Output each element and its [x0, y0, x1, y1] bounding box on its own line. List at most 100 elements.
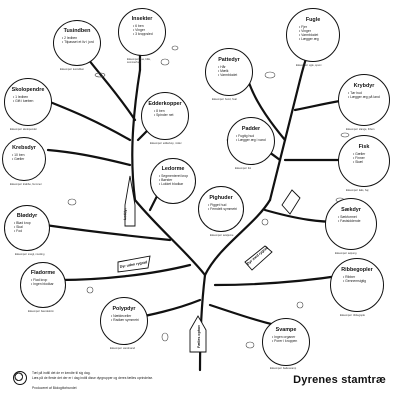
note-polypdyr: Eksempel: vandmand [110, 347, 135, 350]
node-title-insekter: Insekter [131, 16, 153, 22]
butterfly-sketch [171, 45, 179, 51]
arrow-leddyr [124, 175, 136, 227]
snail-sketch [67, 198, 77, 206]
poster-title: Dyrenes stamtræ [293, 374, 386, 386]
item: • Skæl [353, 160, 363, 165]
item: • 10 ben [12, 153, 25, 157]
item: • Gennemsigtig [343, 279, 367, 284]
item: • 2 ledben [62, 36, 78, 40]
note-fladorme: Eksempel: bændelorm [28, 310, 54, 313]
node-tusindben: Tusindben • 2 ledben • Tilpasset et liv … [53, 20, 101, 66]
node-items-svampe: • Ingen organer • Porer i kroppen [272, 335, 297, 343]
item: • Ribber [343, 275, 356, 279]
node-krebsdyr: Krebsdyr • 10 ben • Gæller [2, 137, 46, 181]
item: • Tilpasset et liv i jord [62, 40, 94, 45]
node-items-edderkopper: • 8 ben • Spinder net [154, 109, 173, 117]
node-fisk: Fisk • Gæller • Finner • Skæl [338, 135, 390, 187]
node-svampe: Svampe • Ingen organer • Porer i kroppen [262, 318, 310, 366]
note-skolopendre: Eksempel: skolopender [10, 128, 37, 131]
branch-tusindben [83, 53, 137, 122]
item: • Blød krop [14, 221, 31, 225]
item: • Mælk [218, 69, 229, 74]
branch-skolopendre [48, 100, 132, 142]
node-fugle: Fugle • Fjer • Vinger • Varmblodet • Læg… [286, 8, 340, 62]
note-svampe: Eksempel: badesvamp [270, 367, 297, 370]
publisher-logo-icon [13, 371, 27, 385]
branch-left-up [131, 68, 142, 202]
node-fladorme: Fladorme • Flad krop • Ingen blodkar [20, 262, 66, 308]
insect-sketch [160, 58, 170, 66]
node-skolopendre: Skolopendre • 1 ledben • Gift i kæben [4, 78, 52, 126]
item: • Gæller [353, 152, 366, 156]
item: • Fugtig hud [236, 134, 255, 138]
note-tusindben: Eksempel: tusindben [60, 68, 85, 71]
arrow-label-a4: Fælles ophav [197, 325, 201, 348]
node-items-insekter: • 6 ben • Vinger • 3 kroppsled [133, 24, 153, 36]
item: • Spinder net [154, 113, 174, 118]
note-pattedyr: Eksempel: hund, hval [212, 98, 237, 101]
item: • 6 ben [133, 24, 144, 28]
starfish-sketch [261, 218, 269, 226]
item: • Vinger [133, 28, 145, 33]
item: • Ingen organer [272, 335, 296, 339]
arrow-label-a2: Dyr uden rygrad [119, 260, 147, 269]
node-insekter: Insekter • 6 ben • Vinger • 3 kroppsled [118, 8, 166, 56]
node-title-saekdyr: Sækdyr [341, 207, 361, 213]
item: • Nældeceller [111, 314, 132, 318]
node-items-padder: • Fugtig hud • Lægger æg i vand [236, 134, 266, 142]
node-items-tusindben: • 2 ledben • Tilpasset et liv i jord [62, 36, 94, 44]
item: • Lægger æg [299, 37, 319, 42]
note-saekdyr: Eksempel: søpung [335, 252, 357, 255]
note-edderkopper: Eksempel: edderkop, mider [150, 142, 182, 145]
footer-line3: Produceret af Biologiforbundet [32, 386, 77, 390]
note-insekter: Eksempel: flue, bille, sommerfugl [127, 58, 151, 64]
item: • Fod [14, 229, 22, 234]
lizard-sketch [340, 132, 350, 138]
node-edderkopper: Edderkopper • 8 ben • Spinder net [141, 92, 189, 140]
comb-jelly-sketch [296, 301, 304, 309]
flatworm-sketch [86, 286, 94, 294]
item: • Lukket blodkar [159, 182, 184, 187]
note-padder: Eksempel: frø [235, 167, 251, 170]
node-title-fladorme: Fladorme [30, 270, 56, 276]
note-blaeddyr: Eksempel: snegl, musling [15, 253, 45, 256]
sponge-sketch [245, 341, 255, 349]
item: • Tør hud [348, 91, 362, 95]
arrow-label-a1: Leddyr [123, 207, 127, 220]
trunk-branch [198, 273, 207, 372]
node-title-padder: Padder [241, 126, 261, 132]
footer-line1: Tæl på indtil det de er kendte til sig d… [32, 371, 91, 375]
node-pighuder: Pighuder • Pigget hud • Femdelt symmetri [198, 186, 244, 232]
millipede-sketch [94, 72, 106, 78]
branch-fladorme [58, 263, 192, 282]
item: • Vinger [299, 29, 311, 34]
jellyfish-sketch [161, 332, 169, 342]
node-items-pighuder: • Pigget hud • Femdelt symmetri [208, 203, 237, 211]
node-blaeddyr: Bløddyr • Blød krop • Skal • Fod [4, 205, 50, 251]
node-title-skolopendre: Skolopendre [11, 87, 45, 93]
node-items-saekdyr: • Sækformet • Fastsiddende [338, 215, 361, 223]
node-title-krebsdyr: Krebsdyr [12, 145, 36, 151]
node-title-pattedyr: Pattedyr [218, 57, 240, 63]
node-saekdyr: Sækdyr • Sækformet • Fastsiddende [325, 198, 377, 250]
item: • Segmenteret krop [159, 174, 189, 178]
node-items-polypdyr: • Nældeceller • Radiær symmetri [111, 314, 139, 322]
item: • Sækformet [338, 215, 357, 219]
arrow-rygstreng [281, 189, 301, 215]
node-title-svampe: Svampe [275, 327, 297, 333]
item: • Gæller [12, 157, 25, 162]
node-items-fisk: • Gæller • Finner • Skæl [353, 152, 365, 164]
node-padder: Padder • Fugtig hud • Lægger æg i vand [227, 117, 275, 165]
node-ledorme: Ledorme • Segmenteret krop • Børster • L… [150, 158, 196, 204]
node-title-fisk: Fisk [358, 144, 370, 150]
item: • Lægger æg på land [348, 95, 380, 100]
note-krybdyr: Eksempel: slange, firben [346, 128, 375, 131]
footer-line2: Læs på de fleste det der er i dag indtil… [32, 376, 154, 380]
note-ribbegopler: Eksempel: ribbegople [340, 314, 365, 317]
item: • Varmblodet [218, 73, 238, 78]
branch-krebsdyr [46, 148, 132, 167]
node-items-skolopendre: • 1 ledben • Gift i kæben [13, 95, 33, 103]
branch-ribbegopler [213, 273, 347, 287]
node-items-ribbegopler: • Ribber • Gennemsigtig [343, 275, 366, 283]
node-title-krybdyr: Krybdyr [353, 83, 375, 89]
